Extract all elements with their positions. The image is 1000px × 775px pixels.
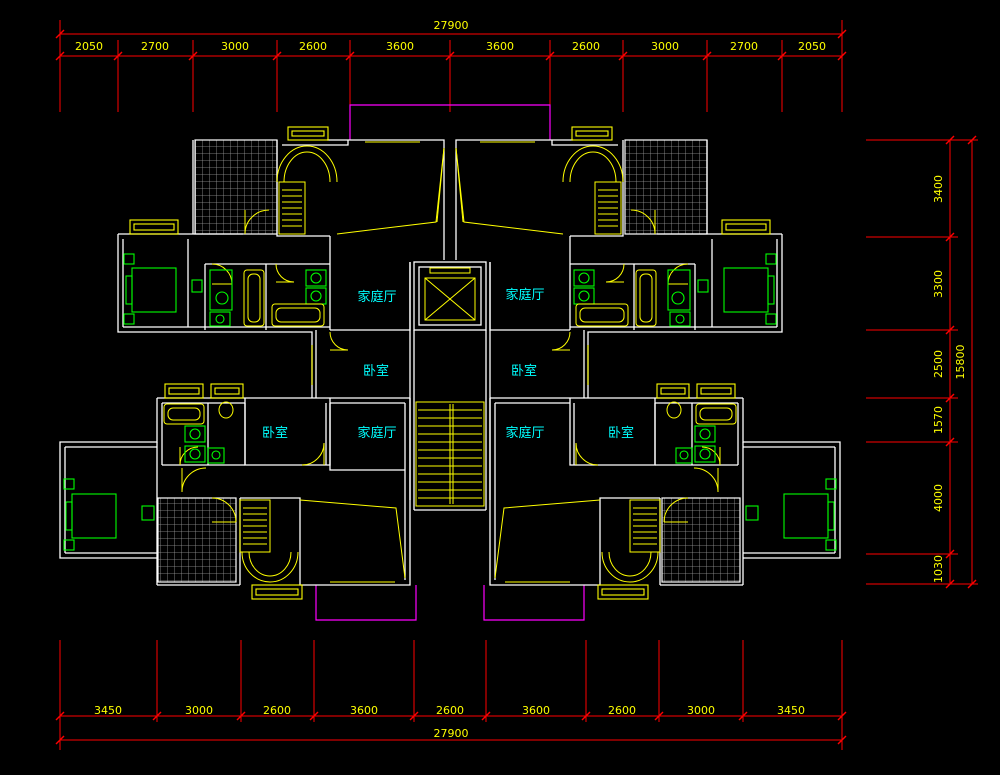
right-dimension-lines: [866, 139, 978, 585]
bottom-dimension-2: 3000: [185, 704, 213, 717]
top-dimension-3: 3000: [221, 40, 249, 53]
right-dimension-5: 4000: [932, 484, 945, 512]
upper-right-bedroom-label: 卧室: [511, 363, 537, 379]
right-dimension-2: 3300: [932, 270, 945, 298]
bottom-dimension-8: 3000: [687, 704, 715, 717]
top-total-dimension: 27900: [434, 19, 469, 32]
bottom-dimension-3: 2600: [263, 704, 291, 717]
dimension-ticks: [55, 29, 977, 745]
top-dimension-10: 2050: [798, 40, 826, 53]
right-dimension-3: 2500: [932, 350, 945, 378]
bottom-total-dimension: 27900: [434, 727, 469, 740]
upper-left-bedroom-label: 卧室: [363, 363, 389, 379]
upper-left-living-room-label: 家庭厅: [357, 289, 396, 305]
overhang-outlines: [315, 104, 585, 621]
tiled-balconies: [157, 139, 741, 583]
top-dimension-2: 2700: [141, 40, 169, 53]
lower-right-bedroom-label: 卧室: [608, 425, 634, 441]
bottom-dimension-9: 3450: [777, 704, 805, 717]
living-room-angle-lines: [299, 147, 601, 579]
top-dimension-7: 2600: [572, 40, 600, 53]
top-dimension-4: 2600: [299, 40, 327, 53]
bottom-dimension-6: 3600: [522, 704, 550, 717]
bathroom-fixtures: [184, 269, 716, 464]
right-dimension-1: 3400: [932, 175, 945, 203]
top-dimension-5: 3600: [386, 40, 414, 53]
lower-right-living-room-label: 家庭厅: [505, 425, 544, 441]
top-dimension-9: 2700: [730, 40, 758, 53]
elevator: [424, 267, 476, 321]
bottom-dimension-texts: 3450 3000 2600 3600 2600 3600 2600 3000 …: [94, 704, 805, 740]
staircases: [239, 145, 661, 583]
right-dimension-texts: 3400 3300 2500 1570 4000 1030 15800: [932, 175, 967, 583]
bottom-dimension-4: 3600: [350, 704, 378, 717]
right-total-dimension: 15800: [954, 345, 967, 380]
walls: [59, 139, 841, 586]
bottom-dimension-lines: [59, 640, 843, 750]
top-dimension-6: 3600: [486, 40, 514, 53]
window-frames: [129, 126, 771, 600]
top-dimension-texts: 27900 2050 2700 3000 2600 3600 3600 2600…: [75, 19, 826, 53]
top-dimension-8: 3000: [651, 40, 679, 53]
right-dimension-4: 1570: [932, 406, 945, 434]
bed-fixtures: [63, 253, 837, 551]
lower-left-bedroom-label: 卧室: [262, 425, 288, 441]
upper-right-living-room-label: 家庭厅: [505, 287, 544, 303]
right-dimension-6: 1030: [932, 555, 945, 583]
room-labels: 家庭厅 家庭厅 卧室 卧室 家庭厅 家庭厅 卧室 卧室: [262, 287, 634, 441]
bottom-dimension-1: 3450: [94, 704, 122, 717]
lower-left-living-room-label: 家庭厅: [357, 425, 396, 441]
bathtubs: [163, 269, 737, 425]
bottom-dimension-7: 2600: [608, 704, 636, 717]
top-dimension-1: 2050: [75, 40, 103, 53]
top-dimension-lines: [59, 20, 843, 112]
bottom-dimension-5: 2600: [436, 704, 464, 717]
